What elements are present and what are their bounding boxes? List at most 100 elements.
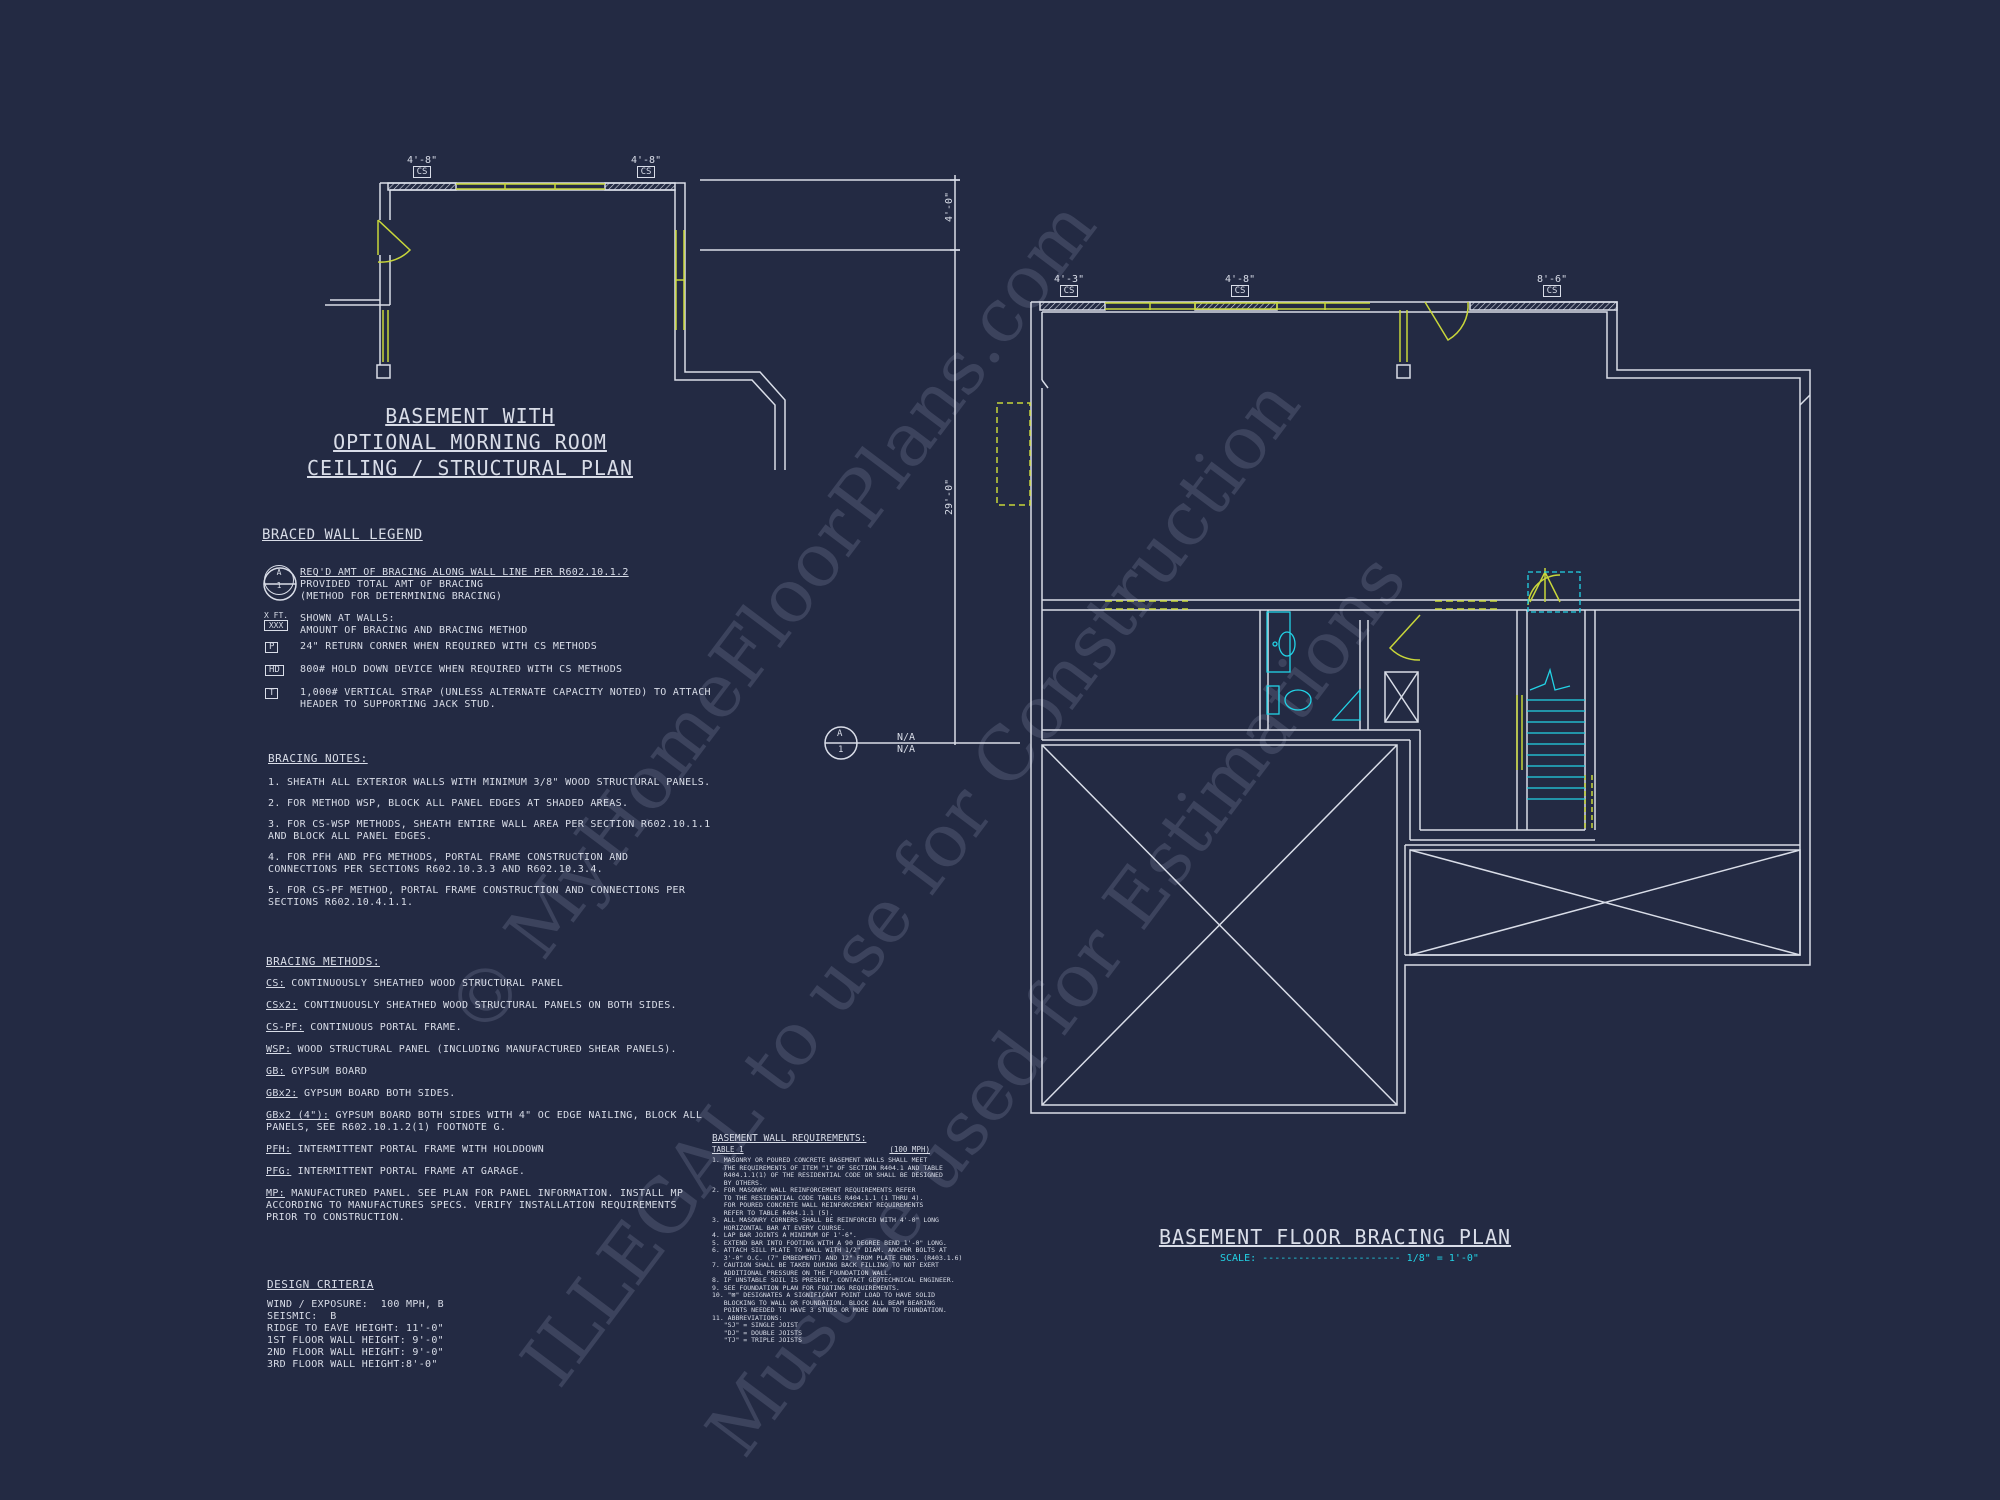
cs-tag: CS: [1059, 285, 1079, 297]
bracing-method: CS: CONTINUOUSLY SHEATHED WOOD STRUCTURA…: [266, 978, 706, 990]
legend-row-hd: HD 800# HOLD DOWN DEVICE WHEN REQUIRED W…: [262, 664, 702, 687]
note-line: CONNECTIONS PER SECTIONS R602.10.3.3 AND…: [268, 864, 603, 875]
req-line: REFER TO TABLE R404.1.1 (5).: [712, 1208, 834, 1217]
bracing-methods-heading: BRACING METHODS:: [266, 955, 380, 968]
bracing-method: WSP: WOOD STRUCTURAL PANEL (INCLUDING MA…: [266, 1044, 706, 1056]
criteria-line: 2ND FLOOR WALL HEIGHT: 9'-0": [267, 1347, 444, 1358]
req-line: "DJ" = DOUBLE JOISTS: [712, 1328, 803, 1337]
bracing-note: 5. FOR CS-PF METHOD, PORTAL FRAME CONSTR…: [268, 885, 708, 909]
method-code: PFH:: [266, 1144, 292, 1155]
text-line: 800# HOLD DOWN DEVICE WHEN REQUIRED WITH…: [300, 664, 623, 675]
dim-value: 4'-8": [1225, 274, 1256, 285]
method-line: GBx2: GYPSUM BOARD BOTH SIDES.: [266, 1088, 706, 1100]
dim-value: 4'-3": [1054, 274, 1085, 285]
method-code: GB:: [266, 1066, 285, 1077]
callout-letter: A: [837, 729, 843, 739]
method-text: MANUFACTURED PANEL. SEE PLAN FOR PANEL I…: [291, 1188, 684, 1199]
wind-label: (100 MPH): [889, 1145, 930, 1154]
scale-bar: SCALE: ----------------------- 1/8" = 1'…: [1220, 1253, 1479, 1264]
callout-na-2: N/A: [897, 744, 916, 755]
method-text: INTERMITTENT PORTAL FRAME AT GARAGE.: [297, 1166, 526, 1177]
method-text: PANELS, SEE R602.10.1.2(1) FOOTNOTE G.: [266, 1122, 507, 1133]
bracing-notes-list: 1. SHEATH ALL EXTERIOR WALLS WITH MINIMU…: [268, 777, 711, 909]
basement-plan: [857, 301, 1811, 1114]
text-line: AMOUNT OF BRACING AND BRACING METHOD: [300, 625, 528, 636]
req-line: POINTS NEEDED TO HAVE 3 STUDS OR MORE DO…: [712, 1306, 947, 1314]
req-line: R404.1.1(1) OF THE RESIDENTIAL CODE OR S…: [712, 1171, 943, 1179]
dim-top-left-a: 4'-8" CS: [407, 155, 437, 178]
bracing-notes-heading: BRACING NOTES:: [268, 752, 368, 765]
note-line: 3. FOR CS-WSP METHODS, SHEATH ENTIRE WAL…: [268, 819, 711, 830]
method-code: PFG:: [266, 1166, 292, 1177]
bracing-method: CS-PF: CONTINUOUS PORTAL FRAME.: [266, 1022, 706, 1034]
method-text: INTERMITTENT PORTAL FRAME WITH HOLDDOWN: [297, 1144, 545, 1155]
bracing-method: PFH: INTERMITTENT PORTAL FRAME WITH HOLD…: [266, 1144, 706, 1156]
scale-dashes: -----------------------: [1262, 1253, 1401, 1264]
bracing-note: 3. FOR CS-WSP METHODS, SHEATH ENTIRE WAL…: [268, 819, 711, 843]
method-code: WSP:: [266, 1044, 292, 1055]
req-line: 3'-0" O.C. (7" EMBEDMENT) AND 12" FROM P…: [712, 1253, 963, 1262]
method-line: PRIOR TO CONSTRUCTION.: [266, 1212, 706, 1224]
legend-box-text: SHOWN AT WALLS: AMOUNT OF BRACING AND BR…: [300, 613, 528, 637]
legend-circle-icon: A 1: [264, 565, 294, 595]
method-code: GBx2:: [266, 1088, 298, 1099]
cs-tag: CS: [412, 166, 432, 178]
criteria-line: RIDGE TO EAVE HEIGHT: 11'-0": [267, 1323, 444, 1334]
bracing-methods-list: CS: CONTINUOUSLY SHEATHED WOOD STRUCTURA…: [266, 978, 706, 1224]
req-line: 2. FOR MASONRY WALL REINFORCEMENT REQUIR…: [712, 1186, 916, 1194]
note-line: SECTIONS R602.10.4.1.1.: [268, 897, 414, 908]
method-text: CONTINUOUS PORTAL FRAME.: [310, 1022, 462, 1033]
text-line: HEADER TO SUPPORTING JACK STUD.: [300, 699, 496, 710]
req-line: HORIZONTAL BAR AT EVERY COURSE.: [712, 1223, 846, 1232]
text-line: (METHOD FOR DETERMINING BRACING): [300, 591, 503, 602]
callout-na-1: N/A: [897, 732, 916, 743]
basement-req-subhead: TABLE 1 (100 MPH): [712, 1145, 930, 1154]
text-line: REQ'D AMT OF BRACING ALONG WALL LINE PER…: [300, 567, 629, 578]
bracing-note: 1. SHEATH ALL EXTERIOR WALLS WITH MINIMU…: [268, 777, 711, 789]
method-text: GYPSUM BOARD BOTH SIDES.: [303, 1088, 456, 1099]
t-tag-icon: T: [265, 688, 279, 699]
req-line: 7. CAUTION SHALL BE TAKEN DURING BACK FI…: [712, 1261, 939, 1269]
req-line: BLOCKING TO WALL OR FOUNDATION. BLOCK AL…: [712, 1298, 936, 1307]
method-code: CS:: [266, 978, 285, 989]
req-line: ADDITIONAL PRESSURE ON THE FOUNDATION WA…: [712, 1268, 893, 1277]
design-criteria: DESIGN CRITERIA WIND / EXPOSURE: 100 MPH…: [267, 1278, 527, 1371]
dim-value: 4'-8": [631, 155, 662, 166]
note-line: AND BLOCK ALL PANEL EDGES.: [268, 831, 433, 842]
req-line: 1. MASONRY OR POURED CONCRETE BASEMENT W…: [712, 1156, 928, 1164]
bracing-note: 2. FOR METHOD WSP, BLOCK ALL PANEL EDGES…: [268, 798, 708, 810]
legend-box-icon: X FT. XXX: [264, 611, 289, 631]
note-line: 1. SHEATH ALL EXTERIOR WALLS WITH MINIMU…: [268, 777, 711, 788]
dim-lower-c: 8'-6" CS: [1537, 274, 1567, 297]
cs-tag: CS: [1542, 285, 1562, 297]
method-line: GB: GYPSUM BOARD: [266, 1066, 706, 1078]
req-line: "SJ" = SINGLE JOIST: [712, 1321, 799, 1329]
text-line: PROVIDED TOTAL AMT OF BRACING: [300, 579, 484, 590]
bracing-method: MP: MANUFACTURED PANEL. SEE PLAN FOR PAN…: [266, 1188, 706, 1224]
note-line: 2. FOR METHOD WSP, BLOCK ALL PANEL EDGES…: [268, 798, 629, 809]
bracing-method: GBx2 (4"): GYPSUM BOARD BOTH SIDES WITH …: [266, 1110, 706, 1134]
dim-lower-b: 4'-8" CS: [1225, 274, 1256, 297]
scale-value: 1/8" = 1'-0": [1406, 1253, 1479, 1264]
legend-circle-text: REQ'D AMT OF BRACING ALONG WALL LINE PER…: [300, 567, 629, 603]
req-line: "TJ" = TRIPLE JOISTS: [712, 1336, 803, 1344]
method-text: WOOD STRUCTURAL PANEL (INCLUDING MANUFAC…: [297, 1044, 677, 1055]
cs-tag: CS: [636, 166, 656, 178]
method-line: PANELS, SEE R602.10.1.2(1) FOOTNOTE G.: [266, 1122, 706, 1134]
braced-wall-legend: BRACED WALL LEGEND A 1 REQ'D AMT OF BRAC…: [262, 527, 711, 717]
dim-right-top: 4'-0": [944, 191, 955, 222]
bracing-method: GBx2: GYPSUM BOARD BOTH SIDES.: [266, 1088, 706, 1100]
basement-req-heading: BASEMENT WALL REQUIREMENTS:: [712, 1133, 867, 1144]
criteria-line: 1ST FLOOR WALL HEIGHT: 9'-0": [267, 1335, 444, 1346]
bracing-note: 4. FOR PFH AND PFG METHODS, PORTAL FRAME…: [268, 852, 708, 876]
bracing-method: GB: GYPSUM BOARD: [266, 1066, 706, 1078]
req-line: 6. ATTACH SILL PLATE TO WALL WITH 1/2" D…: [712, 1246, 947, 1254]
req-line: 3. ALL MASONRY CORNERS SHALL BE REINFORC…: [712, 1216, 939, 1224]
legend-row-p: P 24" RETURN CORNER WHEN REQUIRED WITH C…: [262, 641, 702, 664]
criteria-line: WIND / EXPOSURE: 100 MPH, B: [267, 1299, 444, 1310]
basement-req-list: 1. MASONRY OR POURED CONCRETE BASEMENT W…: [712, 1156, 963, 1345]
hd-tag-icon: HD: [265, 665, 284, 676]
callout-number: 1: [838, 745, 844, 755]
method-line: PFG: INTERMITTENT PORTAL FRAME AT GARAGE…: [266, 1166, 706, 1178]
